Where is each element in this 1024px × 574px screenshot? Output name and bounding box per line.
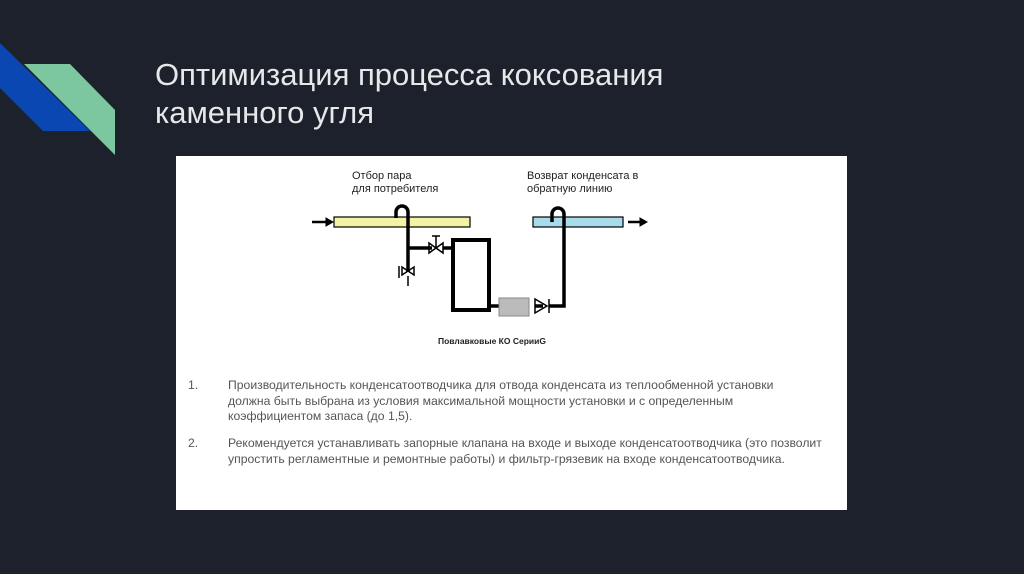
decorative-shapes bbox=[0, 43, 115, 155]
note-number: 2. bbox=[188, 436, 199, 450]
slide-title: Оптимизация процесса коксования каменног… bbox=[155, 56, 663, 132]
note-text: Производительность конденсатоотводчика д… bbox=[228, 378, 774, 423]
note-number: 1. bbox=[188, 378, 199, 392]
green-stripe bbox=[24, 64, 115, 155]
diagram-caption: Повлавковые КО СерииG bbox=[438, 336, 546, 346]
steam-label-1: Отбор пара bbox=[352, 170, 412, 182]
title-line-2: каменного угля bbox=[155, 95, 374, 130]
piping-schematic bbox=[312, 204, 649, 317]
steam-label-2: для потребителя bbox=[352, 183, 439, 195]
steam-pipe bbox=[333, 216, 471, 228]
return-label-1: Возврат конденсата в bbox=[527, 170, 639, 182]
return-pipe bbox=[532, 216, 624, 228]
float-trap-icon bbox=[498, 297, 530, 317]
diagram-figure: Отбор пара для потребителя Возврат конде… bbox=[176, 156, 847, 510]
return-label-2: обратную линию bbox=[527, 183, 613, 195]
blue-stripe bbox=[0, 43, 90, 131]
note-text: Рекомендуется устанавливать запорные кла… bbox=[228, 436, 822, 466]
title-line-1: Оптимизация процесса коксования bbox=[155, 57, 664, 92]
